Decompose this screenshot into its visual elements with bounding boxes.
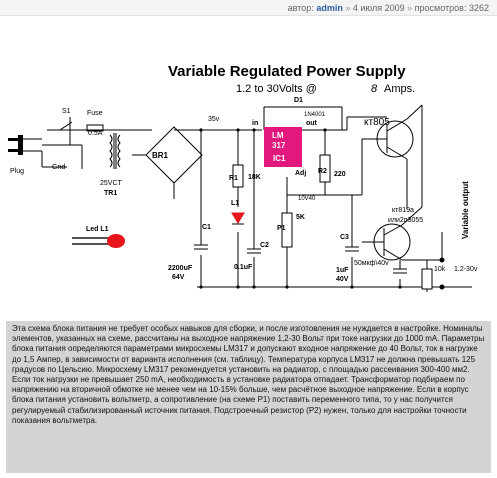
ic-lm317 [264, 127, 302, 167]
description-text: Эта схема блока питания не требует особы… [12, 324, 485, 425]
label-variable-output: Variable output [461, 181, 470, 239]
ic-label-lm: LM [272, 131, 284, 140]
label-fuse-value: 0.5A [88, 130, 103, 137]
label-c2-value: 0.1uF [234, 264, 253, 271]
author-label: автор: [287, 3, 314, 13]
label-c3: C3 [340, 234, 349, 241]
description-panel: Эта схема блока питания не требует особы… [6, 321, 491, 473]
label-r2: R2 [318, 168, 327, 175]
post-meta-bar: автор: admin » 4 июля 2009 » просмотров:… [0, 0, 497, 16]
label-p1: P1 [277, 225, 286, 232]
schematic-image: Variable Regulated Power Supply 1.2 to 3… [2, 17, 495, 317]
label-c3-voltage: 40V [336, 276, 349, 283]
label-plug: Plug [10, 168, 24, 175]
led-graphic [72, 234, 125, 248]
label-output-range: 1.2-30v [454, 266, 478, 273]
label-br1: BR1 [152, 151, 169, 160]
label-c3-value: 1uF [336, 267, 349, 274]
label-10v40: 10V40 [298, 196, 316, 202]
label-c2: C2 [260, 242, 269, 249]
label-35v: 35v [208, 116, 220, 123]
schematic-subtitle-range: 1.2 to 30Volts @ [236, 83, 317, 95]
label-ic-adj: Adj [295, 170, 306, 177]
label-d1: D1 [294, 97, 303, 104]
components [194, 154, 433, 290]
schematic-subtitle-amps-value: 8 [371, 83, 378, 95]
schematic-title: Variable Regulated Power Supply [168, 63, 406, 80]
label-ic-in: in [252, 120, 258, 127]
label-d1-type: 1N4001 [304, 112, 326, 118]
label-output-cap: 50мкф\40v [354, 260, 389, 267]
label-led: Led L1 [86, 226, 109, 233]
post-date: 4 июля 2009 [352, 3, 405, 13]
circuit-wires [20, 104, 472, 292]
label-s1: S1 [62, 108, 71, 115]
label-transformer-value: 25VCT [100, 180, 123, 187]
label-q2: кт819а [392, 207, 414, 214]
views-count: 3262 [468, 3, 489, 13]
label-c1-value: 2200uF [168, 265, 193, 272]
meta-separator: » [407, 3, 413, 13]
schematic-subtitle-amps: Amps. [384, 83, 415, 95]
author-link[interactable]: admin [316, 3, 343, 13]
label-c1: C1 [202, 224, 211, 231]
label-r1: R1 [229, 175, 238, 182]
label-r1-value: 18K [248, 174, 261, 181]
label-fuse: Fuse [87, 110, 103, 117]
label-10k: 10k [434, 266, 446, 273]
label-q1: кт805 [364, 117, 390, 128]
label-c1-voltage: 64V [172, 274, 185, 281]
label-p1-value: 5K [296, 214, 305, 221]
ic-label-317: 317 [272, 141, 286, 150]
label-l1: L1 [231, 200, 239, 207]
ic-label-ic1: IC1 [273, 154, 286, 163]
label-tr1: TR1 [104, 190, 117, 197]
views-label: просмотров: [414, 3, 467, 13]
label-ic-out: out [306, 120, 318, 127]
label-q2-alt: или2п3055 [388, 217, 423, 224]
label-gnd: Gnd [52, 164, 65, 171]
label-r2-value: 220 [334, 171, 346, 178]
meta-separator: » [345, 3, 351, 13]
